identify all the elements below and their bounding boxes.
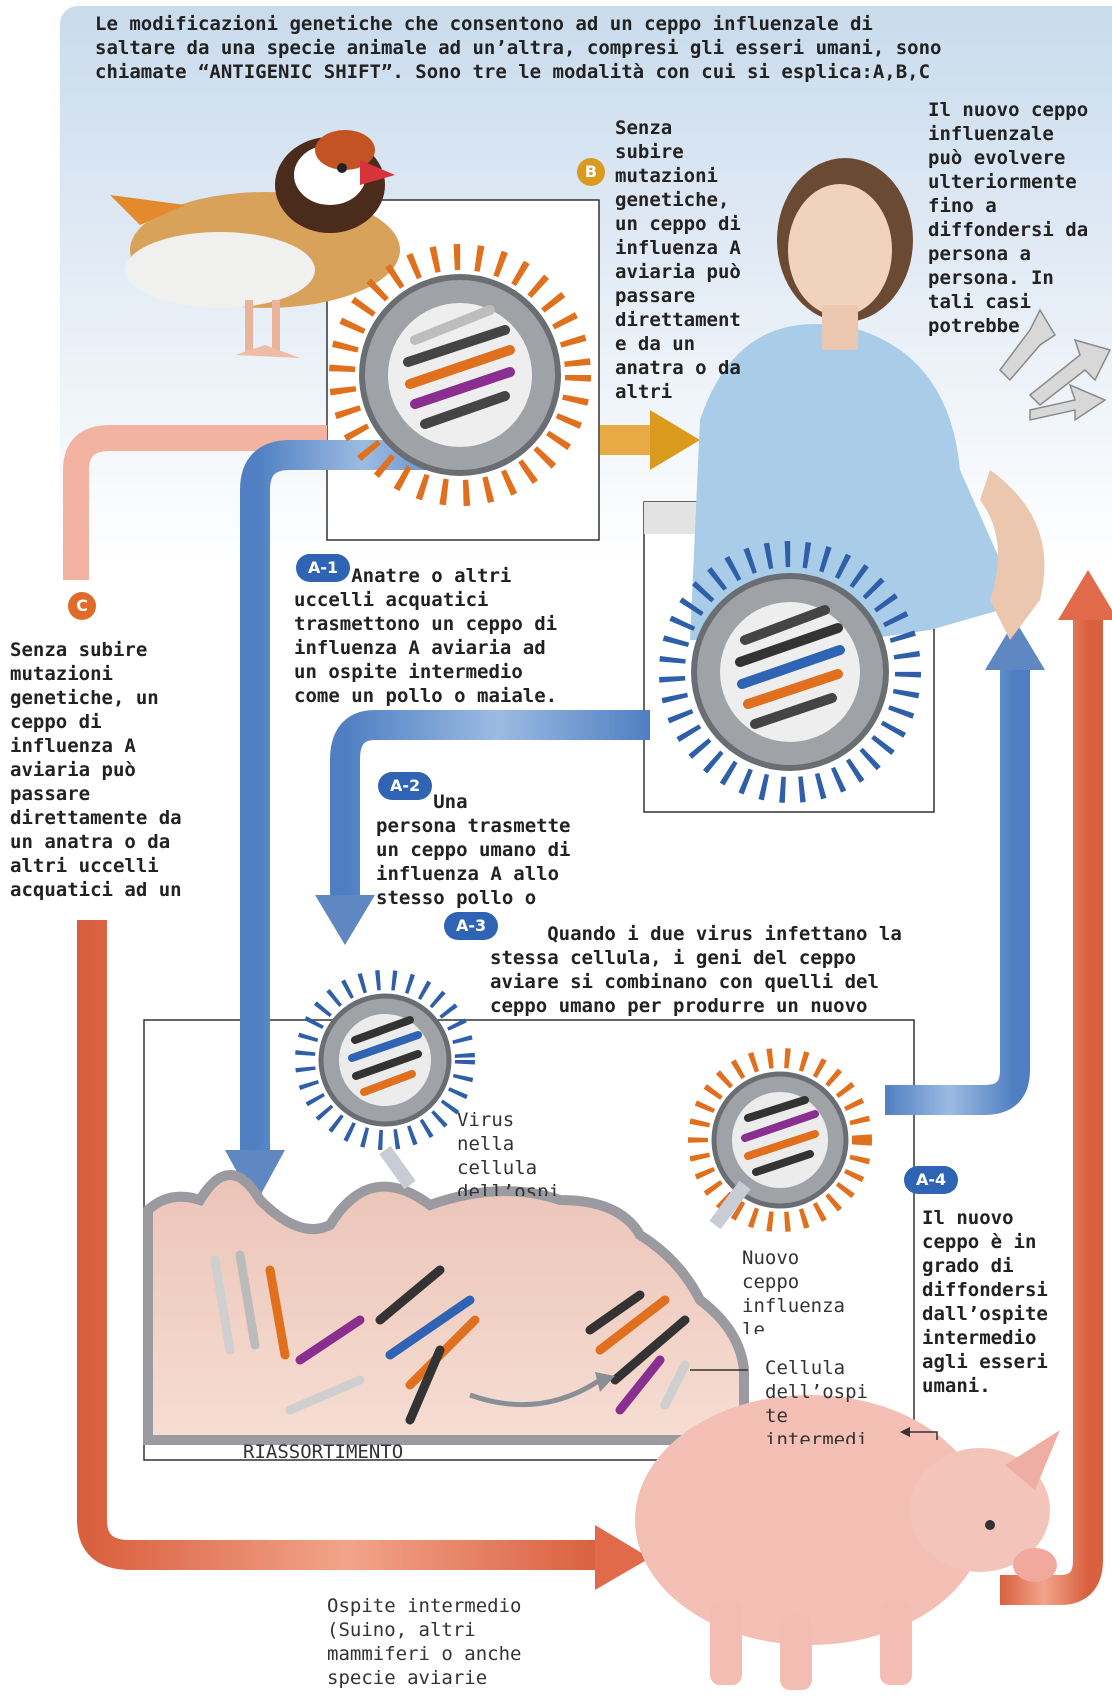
badge-b: B xyxy=(577,158,605,186)
label-host-cell: Cellula dell’ospi te intermedi xyxy=(765,1356,895,1444)
label-reassortment: RIASSORTIMENTO xyxy=(243,1440,463,1464)
step-a1-text: Anatre o altri uccelli acquatici trasmet… xyxy=(294,564,604,708)
step-a3-text: Quando i due virus infettano la stessa c… xyxy=(490,922,940,1018)
badge-a1-front: A-1 xyxy=(296,554,350,582)
arrow-b xyxy=(650,410,700,470)
badge-a4: A-4 xyxy=(904,1166,958,1194)
badge-c: C xyxy=(68,592,96,620)
label-virus-in-cell: Virus nella cellula dell’ospi xyxy=(457,1108,575,1196)
evolve-text: Il nuovo ceppo influenzale può evolvere … xyxy=(928,98,1112,338)
step-b-text: Senza subire mutazioni genetiche, un cep… xyxy=(615,116,755,404)
step-a2-text: Una persona trasmette un ceppo umano di … xyxy=(376,790,598,910)
label-intermediate-host: Ospite intermedio (Suino, altri mammifer… xyxy=(327,1594,567,1690)
badge-a2: A-2 xyxy=(378,772,432,800)
step-c-text: Senza subire mutazioni genetiche, un cep… xyxy=(10,638,225,906)
label-new-strain: Nuovo ceppo influenza le xyxy=(742,1246,872,1334)
badge-a3: A-3 xyxy=(444,912,498,940)
header-text: Le modificazioni genetiche che consenton… xyxy=(95,12,1095,88)
step-a4-text: Il nuovo ceppo è in grado di diffondersi… xyxy=(922,1206,1072,1398)
